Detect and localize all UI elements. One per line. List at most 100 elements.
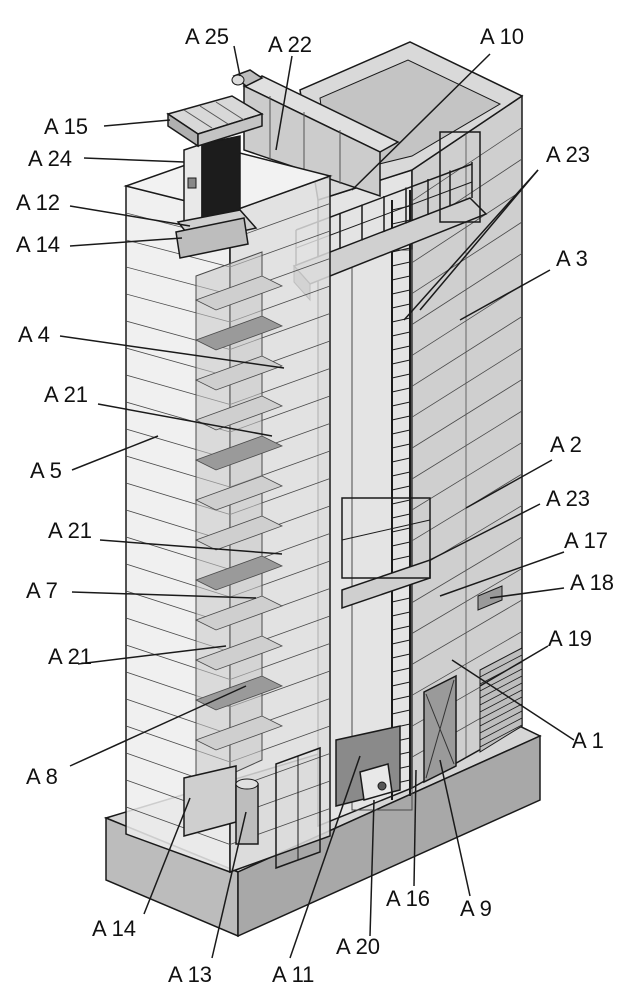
ladder-rung [391, 611, 411, 617]
ladder-rung [391, 695, 411, 701]
label-a20: A 20 [336, 934, 380, 959]
ladder-rung [391, 275, 411, 281]
louver-slat [479, 668, 523, 692]
panel-seam [411, 221, 523, 294]
silo-body-dark [201, 135, 241, 223]
panel-seam [411, 410, 523, 480]
ladder-rung [391, 667, 411, 673]
louver-slat [479, 675, 523, 699]
tray [194, 275, 284, 311]
tray [194, 435, 284, 471]
panel-seam [411, 536, 523, 603]
label-a23-top: A 23 [546, 142, 590, 167]
ladder-rung [391, 527, 411, 533]
ladder-rung [391, 499, 411, 505]
louver-slat [479, 717, 523, 741]
ladder-rung [391, 653, 411, 659]
louver-slat [479, 724, 523, 748]
ladder-rung [391, 485, 411, 491]
louver-slat [479, 689, 523, 713]
ladder-rung [391, 597, 411, 603]
label-a12: A 12 [16, 190, 60, 215]
panel-seam [411, 347, 523, 418]
ladder-rung [391, 555, 411, 561]
panel-seam [411, 253, 523, 325]
tray [194, 515, 284, 551]
ladder-rung [391, 247, 411, 253]
ladder-rung [391, 639, 411, 645]
panel-seam [411, 316, 523, 387]
label-a4: A 4 [18, 322, 50, 347]
tray [194, 315, 284, 351]
label-a14-top: A 14 [16, 232, 60, 257]
panel-seam [411, 190, 523, 264]
label-a17: A 17 [564, 528, 608, 553]
ladder-rung [391, 541, 411, 547]
louver-panel [479, 647, 523, 753]
ladder-rung [391, 359, 411, 365]
tray [194, 595, 284, 631]
label-a24: A 24 [28, 146, 72, 171]
motor-a20 [359, 763, 393, 801]
label-a19: A 19 [548, 626, 592, 651]
label-a14-bottom: A 14 [92, 916, 136, 941]
ladder-rung [391, 387, 411, 393]
tray [194, 715, 284, 751]
label-a21-upper: A 21 [44, 382, 88, 407]
label-a5: A 5 [30, 458, 62, 483]
ladder-rung [391, 345, 411, 351]
part-labels: A 25 A 22 A 10 A 15 A 24 A 23 A 12 A 14 … [16, 24, 614, 987]
ladder-rung [391, 317, 411, 323]
lower-door [275, 746, 321, 870]
ladder-assembly [335, 190, 431, 811]
top-silo [166, 95, 264, 259]
ladder-rung [391, 303, 411, 309]
ladder-rung [391, 289, 411, 295]
ladder-rung [391, 429, 411, 435]
panel-seam [411, 568, 523, 634]
left-tower [123, 149, 333, 874]
label-a13: A 13 [168, 962, 212, 987]
label-a25: A 25 [185, 24, 229, 49]
label-a16: A 16 [386, 886, 430, 911]
label-a1: A 1 [572, 728, 604, 753]
label-a11: A 11 [272, 962, 314, 987]
ladder-rung [391, 401, 411, 407]
ladder-rung [391, 373, 411, 379]
panel-seam [125, 239, 231, 268]
ladder-rung [391, 681, 411, 687]
label-a15: A 15 [44, 114, 88, 139]
label-a23-mid: A 23 [546, 486, 590, 511]
tray [194, 635, 284, 671]
label-a18: A 18 [570, 570, 614, 595]
label-a9: A 9 [460, 896, 492, 921]
label-a8: A 8 [26, 764, 58, 789]
ladder-rung [391, 471, 411, 477]
panel-seam [125, 806, 231, 845]
base-side [237, 734, 541, 938]
label-a10: A 10 [480, 24, 524, 49]
louver-slat [479, 654, 523, 678]
ladder-rung [391, 625, 411, 631]
ladder-rung [391, 457, 411, 463]
louver-slat [479, 703, 523, 727]
conveyor-a22 [231, 69, 400, 198]
ladder-rung [391, 331, 411, 337]
leader-lines [59, 45, 575, 959]
label-a2: A 2 [550, 432, 582, 457]
flange-a14-top [175, 217, 249, 259]
label-a22: A 22 [268, 32, 312, 57]
silo-cap-side [197, 112, 263, 148]
panel-seam [411, 599, 523, 665]
label-a21-lower: A 21 [48, 644, 92, 669]
louver-lines [479, 654, 523, 748]
panel-seam [411, 379, 523, 449]
louver-slat [479, 710, 523, 734]
panel-seam [411, 127, 523, 202]
label-a7: A 7 [26, 578, 58, 603]
tray [194, 555, 284, 591]
tray [194, 395, 284, 431]
tray [194, 475, 284, 511]
